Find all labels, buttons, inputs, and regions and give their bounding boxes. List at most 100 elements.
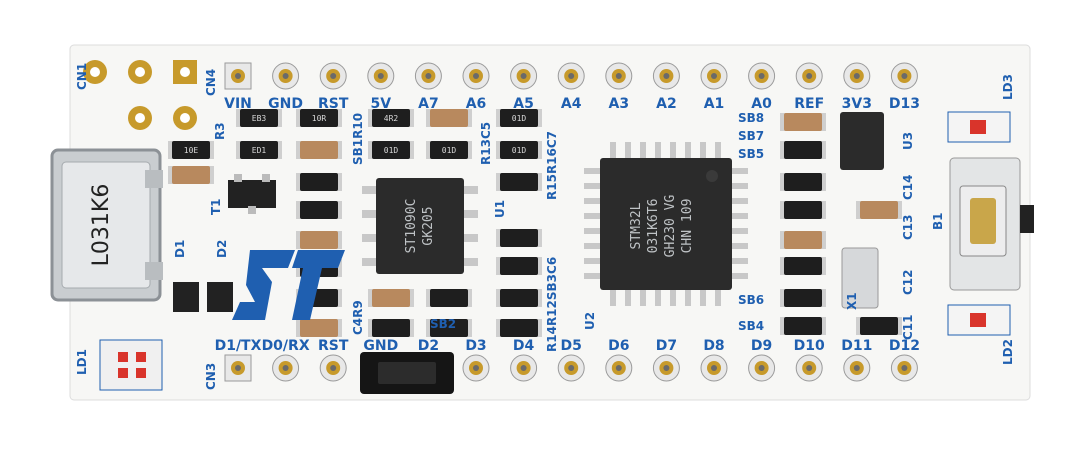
bottom-header-pin-label: D4 [513,338,535,354]
top-header-pin-label: A2 [656,96,677,112]
bottom-header-pin-label: D6 [608,338,629,354]
refdes-sb4: SB4 [738,319,764,333]
mcu-line-2: 031K6T6 [646,199,661,254]
smd-part [296,201,342,219]
bottom-header-pin [795,354,823,382]
refdes-u1: U1 [493,200,507,218]
refdes-c12: C12 [901,269,915,295]
eeprom-line-1: ST1090C [404,199,419,254]
top-header-pin-label: RST [318,96,349,112]
transistor-t1 [228,174,276,214]
top-header-pin-label: GND [268,96,303,112]
bottom-header-pin-label: D2 [418,338,439,354]
top-header-pin [510,62,538,90]
smd-part [780,231,826,249]
smd-part [780,257,826,275]
resistor-code: 01D [384,146,399,155]
smd-part: EB3 [236,109,282,127]
smd-part: 10E [168,141,214,159]
refdes-b1: B1 [931,213,945,231]
smd-part [780,201,826,219]
smd-part [368,319,414,337]
top-header-pin [795,62,823,90]
mcu-line-1: STM32L [629,202,644,249]
smd-part [780,317,826,335]
bottom-header-pin-label: D1/TX [215,338,262,354]
resistor-code: 01D [442,146,457,155]
usb-connector: L031K6 [50,148,163,302]
st-logo [232,250,345,320]
resistor-code: 4R2 [384,114,399,123]
top-header-pin-label: A7 [418,96,439,112]
top-header-pin [700,62,728,90]
top-header-pin [224,62,252,90]
bottom-header-pin [224,354,252,382]
eeprom-line-2: GK205 [421,206,436,245]
top-header-pin [748,62,776,90]
usb-label: L031K6 [89,184,114,267]
bottom-header-pin-label: D3 [465,338,486,354]
top-header-pin-label: A1 [704,96,725,112]
refdes-c11: C11 [901,314,915,340]
jumper [360,352,454,394]
smd-part [296,173,342,191]
bottom-header-pin-label: D11 [841,338,872,354]
smd-part [496,319,542,337]
bottom-header-pin [462,354,490,382]
top-header-pin-label: REF [794,96,824,112]
refdes-cn3: CN3 [204,363,218,390]
bottom-header-pin [843,354,871,382]
bottom-header-pin [272,354,300,382]
bottom-header-pin-label: RST [318,338,349,354]
refdes-x1: X1 [845,292,859,310]
resistor-code: ED1 [252,146,267,155]
top-header-pin-label: 5V [371,96,392,112]
top-header-pin-label: A3 [609,96,630,112]
refdes-u3: U3 [901,132,915,150]
top-header-pin-label: A0 [751,96,772,112]
bottom-header-pin-label: D10 [794,338,825,354]
smd-part [296,141,342,159]
smd-part [368,289,414,307]
bottom-header-pin-label: D8 [703,338,724,354]
mcu-line-4: CHN 109 [680,199,695,254]
top-header-pin [319,62,347,90]
smd-part [296,319,342,337]
smd-part [496,257,542,275]
smd-part [780,113,826,131]
bottom-header-pin [748,354,776,382]
top-header-pin [462,62,490,90]
smd-part [296,231,342,249]
smd-part [780,173,826,191]
refdes-d2: D2 [215,240,229,258]
smd-part [780,141,826,159]
smd-part [780,289,826,307]
smd-part: 01D [496,141,542,159]
top-header-pin-label: VIN [224,96,252,112]
bottom-header-pin [557,354,585,382]
refdes-cn4: CN4 [204,69,218,96]
top-header-pin-label: A5 [513,96,534,112]
refdes-r3: R3 [213,122,227,140]
regulator-u3 [840,112,884,170]
eeprom-chip: ST1090C GK205 [362,178,478,274]
top-header-pin [890,62,918,90]
refdes-d1: D1 [173,240,187,258]
refdes-c4-r9: C4R9 [351,300,365,335]
top-header-pin [557,62,585,90]
reset-button-b1 [949,157,1034,291]
refdes-ld1: LD1 [75,349,89,375]
refdes-sb2: SB2 [430,317,456,331]
smd-part: 01D [496,109,542,127]
smd-part [426,289,472,307]
smd-part: ED1 [236,141,282,159]
smd-part [426,319,472,337]
top-header-pin [843,62,871,90]
top-header-pin [605,62,633,90]
crystal-x1 [841,247,879,309]
bottom-header-pin-label: D7 [656,338,677,354]
top-header-pin-label: A6 [466,96,487,112]
top-header-pin-label: D13 [889,96,920,112]
